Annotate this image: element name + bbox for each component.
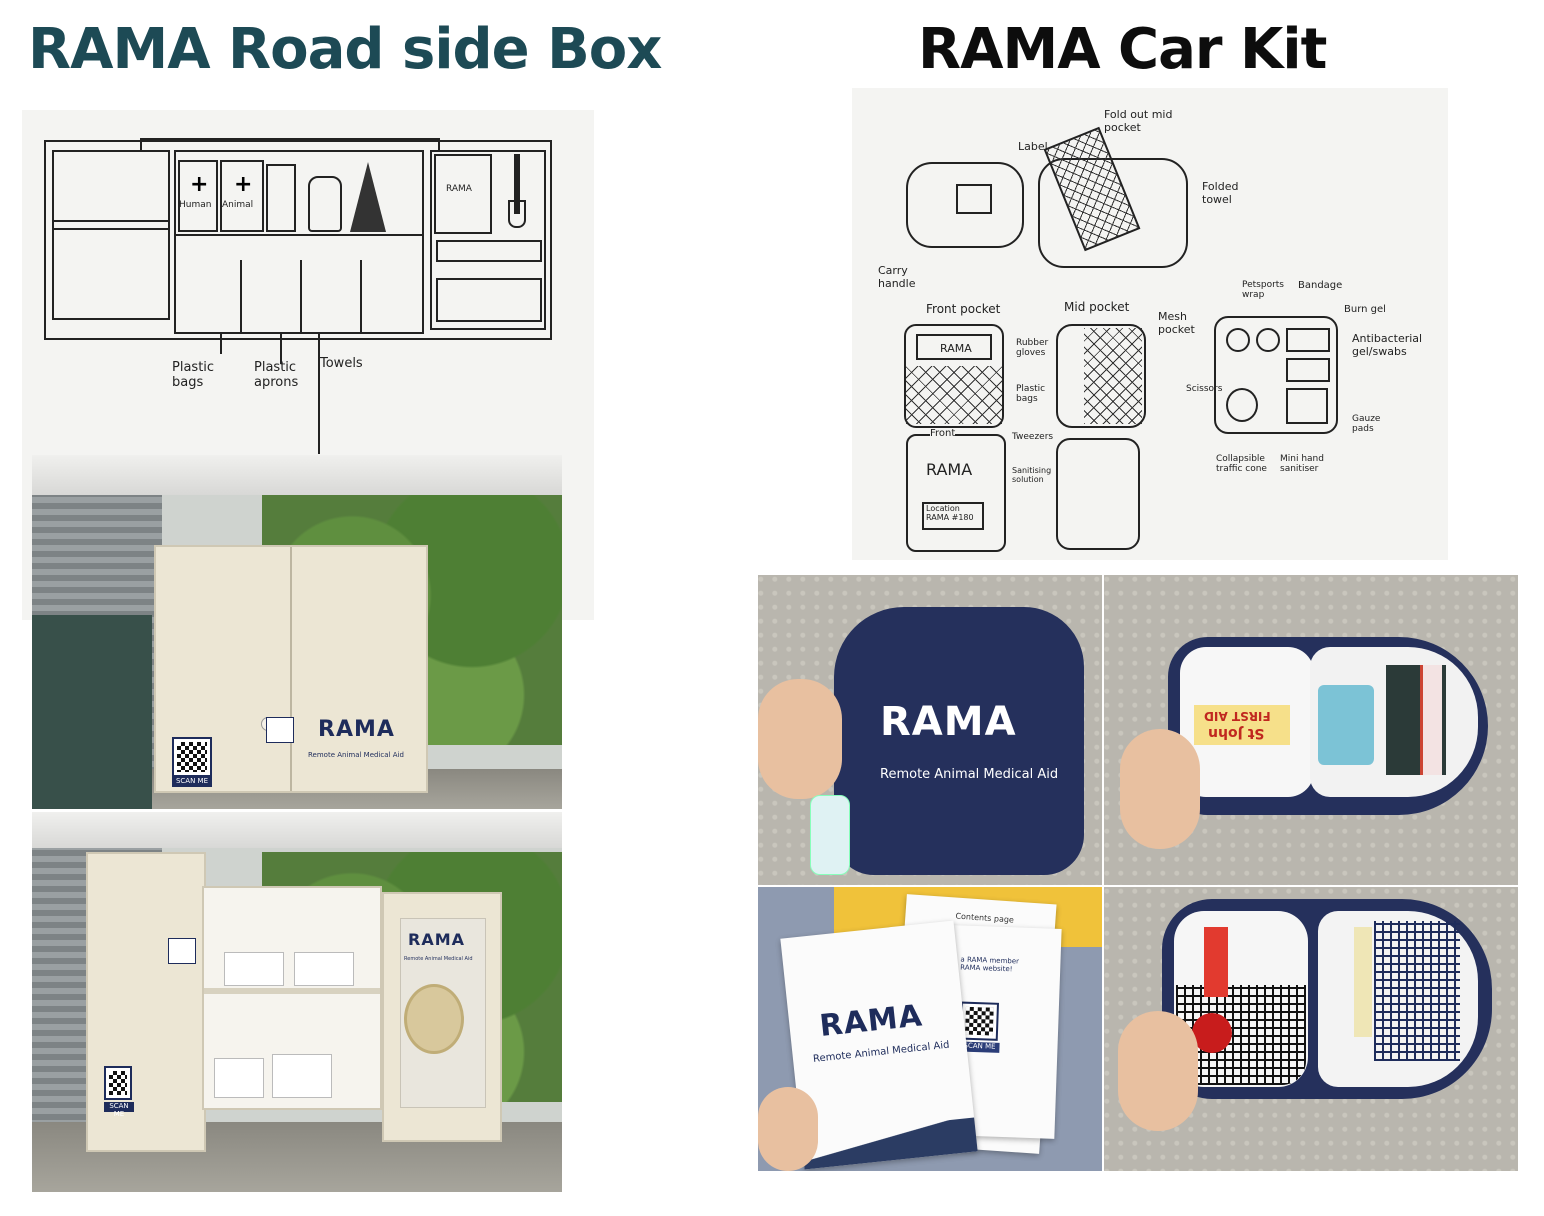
sk-label-front: Front [930, 428, 956, 439]
car-kit-booklet-photo: Contents page a RAMA member RAMA website… [758, 887, 1102, 1171]
car-kit-open-photo: FIRST AID St John [1104, 575, 1518, 885]
member-text: a RAMA member RAMA website! [960, 955, 1020, 974]
car-kit-mesh-photo [1104, 887, 1518, 1171]
sk-label-scissors: Scissors [1186, 384, 1223, 394]
rama-booklet-label: RAMA [446, 184, 472, 194]
sk-label-petsports: Petsports wrap [1242, 280, 1284, 300]
sk-label-bandage: Bandage [1298, 280, 1343, 291]
sk-label-front-pocket: Front pocket [926, 302, 1001, 316]
first-aid-label: FIRST AID [1204, 709, 1271, 723]
bag-tagline: Remote Animal Medical Aid [880, 767, 1059, 782]
sk-label-antibacterial: Antibacterial gel/swabs [1352, 332, 1423, 358]
label-plastic-aprons: Plastic aprons [254, 360, 299, 390]
box-open-brand: RAMA [408, 930, 466, 949]
page-title-car-kit: RAMA Car Kit [918, 17, 1327, 82]
nfc-tap-icon-open [168, 938, 196, 964]
sk-label-rubber-gloves: Rubber gloves [1016, 338, 1049, 358]
bottle-icon [308, 176, 342, 232]
sk-label-sanitising: Sanitising solution [1012, 466, 1052, 484]
bag-brand: RAMA [880, 699, 1017, 745]
booklet-brand: RAMA [817, 998, 925, 1044]
contents-page-label: Contents page [955, 911, 1015, 925]
sk-label-cone: Collapsible traffic cone [1216, 454, 1267, 474]
sk-front-pocket-rama: RAMA [940, 342, 972, 355]
page-title-roadside-box: RAMA Road side Box [28, 17, 662, 82]
sk-label-tweezers: Tweezers [1012, 432, 1054, 442]
sk-label-folded-towel: Folded towel [1202, 180, 1239, 206]
box-closed-brand: RAMA [318, 717, 395, 742]
sk-label-location: Location RAMA #180 [926, 504, 974, 522]
sk-label-mesh-pocket: Mesh pocket [1158, 310, 1195, 336]
qr-code-open[interactable] [104, 1066, 132, 1100]
scan-me-label: SCAN ME [172, 777, 212, 787]
sk-label-mini-hand: Mini hand sanitiser [1280, 454, 1324, 474]
sk-label-plastic-bags: Plastic bags [1016, 384, 1046, 404]
label-plastic-bags: Plastic bags [172, 360, 215, 390]
scan-me-label-open: SCAN ME [104, 1102, 134, 1118]
st-john-label: St John [1208, 725, 1265, 741]
box-open-tagline: Remote Animal Medical Aid [404, 956, 473, 962]
shovel-icon [514, 154, 520, 214]
nfc-tap-icon [266, 717, 294, 743]
traffic-cone-icon [350, 162, 386, 232]
roadside-box-closed-photo: RAMA Remote Animal Medical Aid SCAN ME [32, 455, 562, 809]
sk-label-label: Label [1018, 140, 1048, 153]
booklet-tagline: Remote Animal Medical Aid [812, 1039, 950, 1065]
car-kit-sketch: Label Carry handle Fold out mid pocket F… [852, 88, 1448, 560]
sk-label-fold-out: Fold out mid pocket [1104, 108, 1173, 134]
box-label-human: Human [179, 200, 212, 210]
box-closed-tagline: Remote Animal Medical Aid [308, 751, 404, 759]
sk-label-burn-gel: Burn gel [1344, 304, 1386, 315]
booklet-qr-code[interactable] [959, 1001, 1000, 1041]
sk-label-carry-handle: Carry handle [878, 264, 916, 290]
sk-front-rama: RAMA [926, 460, 973, 479]
sk-label-gauze: Gauze pads [1352, 414, 1381, 434]
sk-label-mid-pocket: Mid pocket [1064, 300, 1130, 314]
box-label-animal: Animal [222, 200, 254, 210]
roadside-box-open-photo: SCAN ME RAMA Remote Animal Medical Aid [32, 812, 562, 1192]
car-kit-bag-photo: RAMA Remote Animal Medical Aid [758, 575, 1102, 885]
qr-code[interactable] [172, 737, 212, 777]
label-towels: Towels [320, 356, 363, 371]
